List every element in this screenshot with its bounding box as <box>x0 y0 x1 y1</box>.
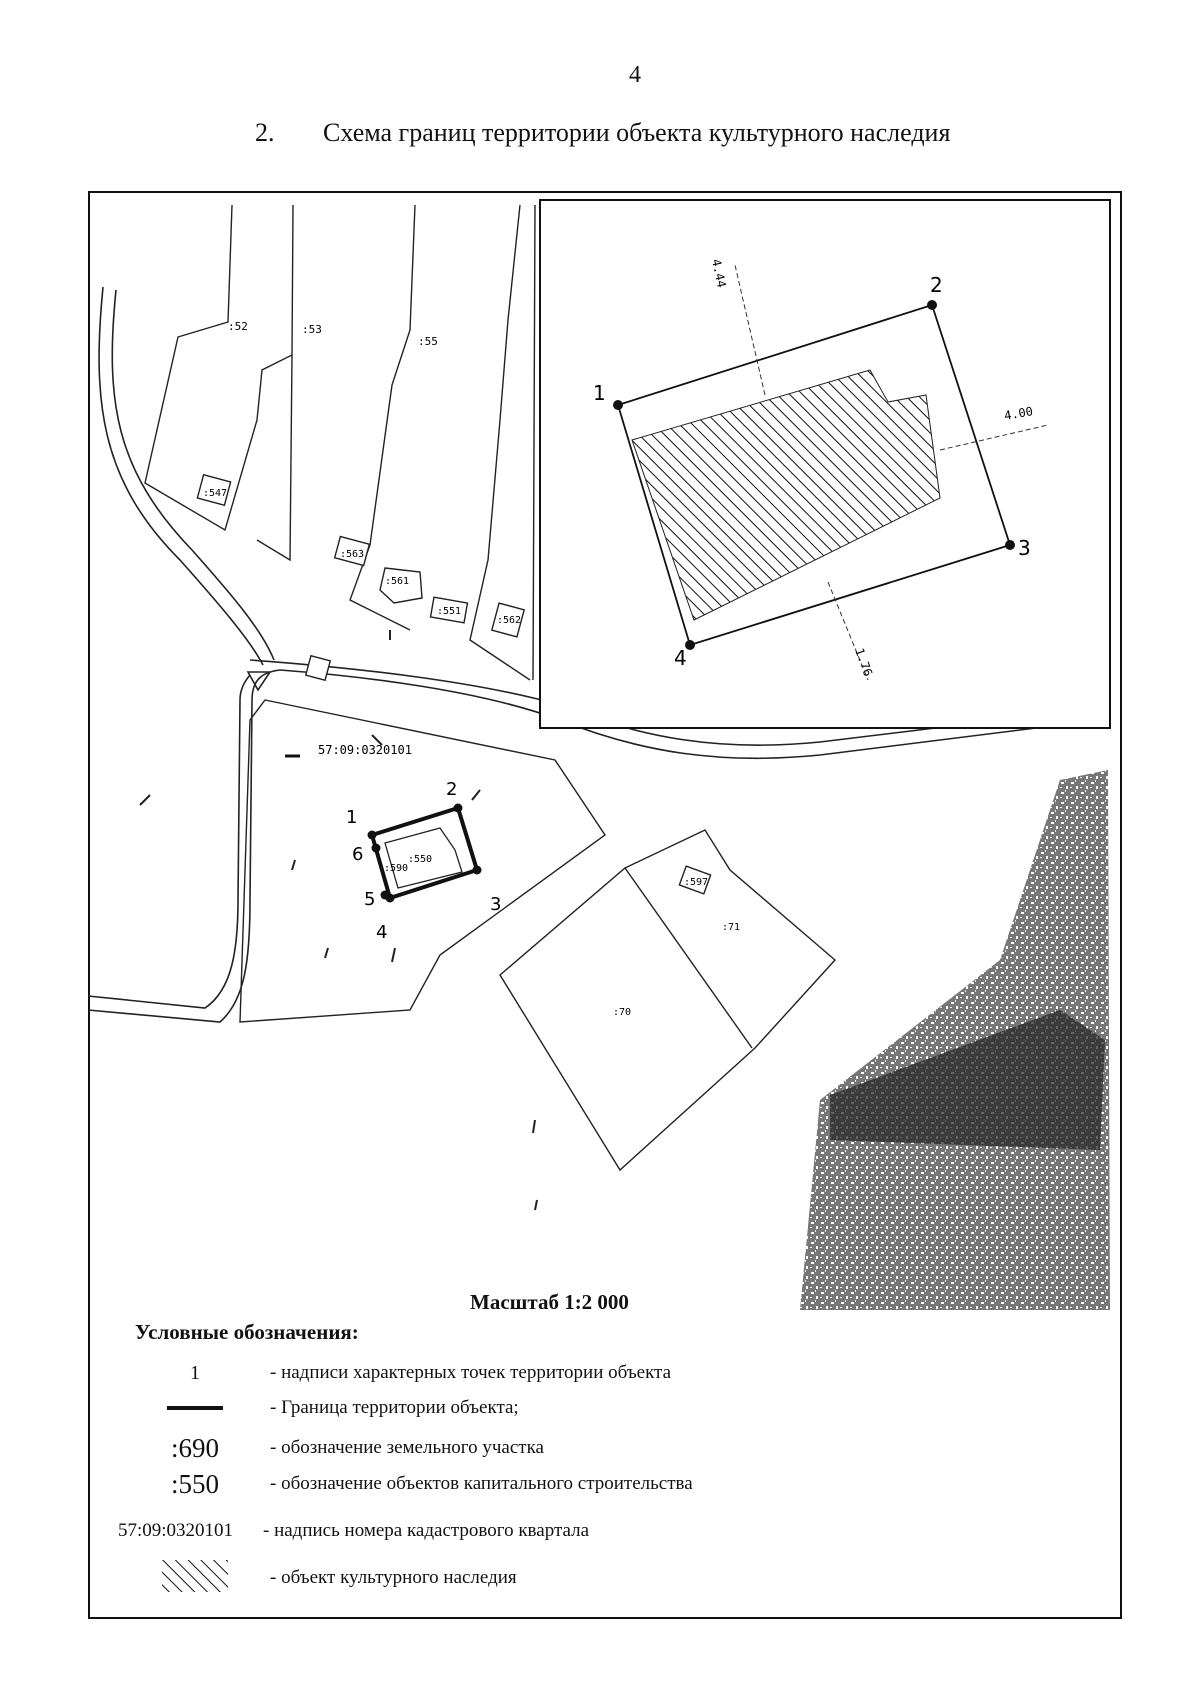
page-heading: 2. Схема границ территории объекта культу… <box>255 118 950 148</box>
parcel-label-71: :71 <box>722 922 740 933</box>
legend-title: Условные обозначения: <box>135 1320 359 1344</box>
map-ticks <box>139 630 538 1211</box>
parcel-label-53: :53 <box>302 323 322 336</box>
object-building <box>384 827 463 889</box>
legend-text: - обозначение земельного участка <box>270 1437 544 1458</box>
legend-text: - объект культурного наследия <box>270 1567 517 1588</box>
inset-dimension-1: 4.44 <box>709 258 729 289</box>
legend-symbol-parcel: :690 <box>170 1432 219 1463</box>
legend-item-boundary: - Граница территории объекта; <box>120 1390 519 1426</box>
building-outlines <box>196 473 712 895</box>
map-frame <box>88 191 1122 1619</box>
legend-item-point-label: 1 - надписи характерных точек территории… <box>120 1355 671 1391</box>
legend-item-heritage: - объект культурного наследия <box>120 1558 517 1599</box>
building-label-551: :551 <box>437 606 461 617</box>
object-point-1: 1 <box>346 807 357 828</box>
inset-dimension-2: 4.00 <box>1003 404 1034 423</box>
scan-noise <box>800 770 1110 1310</box>
inset-point-1: 1 <box>593 381 606 405</box>
street-parcels <box>144 204 536 681</box>
inset-point-4: 4 <box>674 646 687 670</box>
legend-symbol-capital-object: :550 <box>170 1468 219 1499</box>
legend-symbol-point: 1 <box>190 1361 200 1384</box>
object-point-4: 4 <box>376 922 387 943</box>
legend-item-quarter: 57:09:0320101 - надпись номера кадастров… <box>118 1513 589 1549</box>
object-point-5: 5 <box>364 889 375 910</box>
building-label-597: :597 <box>684 877 708 888</box>
building-label-563: :563 <box>340 549 364 560</box>
legend-item-capital-object: :550 - обозначение объектов капитального… <box>120 1466 693 1502</box>
heading-number: 2. <box>255 118 275 147</box>
lower-parcels <box>239 699 837 1172</box>
object-point-6: 6 <box>352 844 363 865</box>
dimension-lines <box>734 264 1049 681</box>
building-label-547: :547 <box>203 488 227 499</box>
inset-point-2: 2 <box>930 273 943 297</box>
object-point-3: 3 <box>490 894 501 915</box>
legend-text: - Граница территории объекта; <box>270 1397 519 1418</box>
heritage-object <box>631 369 941 621</box>
legend-symbol-quarter: 57:09:0320101 <box>118 1520 234 1541</box>
parcel-label-70: :70 <box>613 1007 631 1018</box>
page-number: 4 <box>629 62 641 88</box>
building-label-561: :561 <box>385 576 409 587</box>
object-parcel-label: :590 <box>384 863 408 874</box>
object-point-2: 2 <box>446 779 457 800</box>
legend-text: - обозначение объектов капитального стро… <box>270 1473 693 1494</box>
quarter-label: 57:09:0320101 <box>318 743 412 757</box>
parcel-label-55: :55 <box>418 335 438 348</box>
parcel-label-52: :52 <box>228 320 248 333</box>
building-label-550: :550 <box>408 854 432 865</box>
legend-text: - надпись номера кадастрового квартала <box>263 1520 590 1541</box>
building-label-562: :562 <box>497 615 521 626</box>
legend-item-parcel: :690 - обозначение земельного участка <box>120 1430 544 1466</box>
boundary-line-icon <box>120 1399 270 1417</box>
inset-point-3: 3 <box>1018 536 1031 560</box>
map-scale: Масштаб 1:2 000 <box>470 1290 629 1314</box>
inset-points <box>613 300 1015 650</box>
heading-title: Схема границ территории объекта культурн… <box>323 118 951 147</box>
object-points <box>367 803 482 903</box>
hatch-pattern-icon <box>120 1558 270 1599</box>
legend-text: - надписи характерных точек территории о… <box>270 1362 672 1383</box>
